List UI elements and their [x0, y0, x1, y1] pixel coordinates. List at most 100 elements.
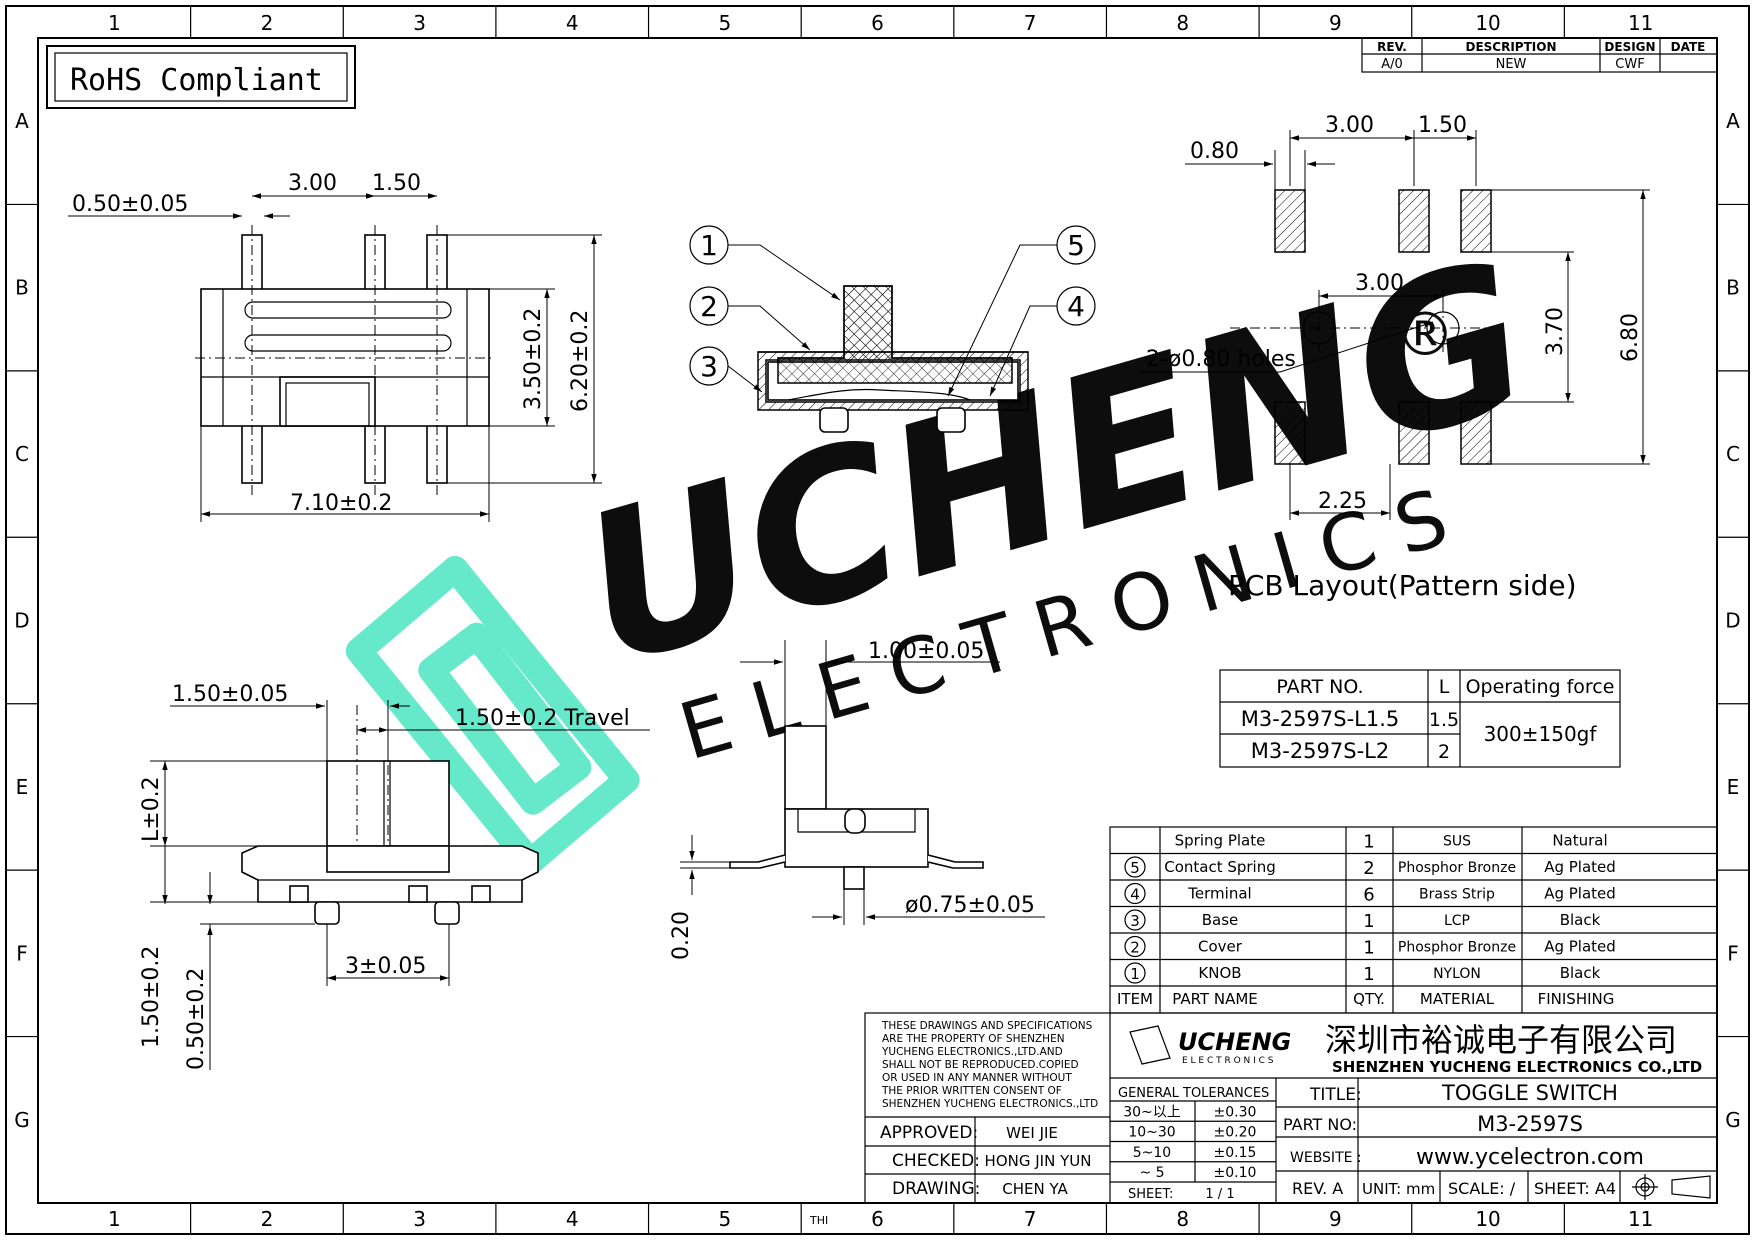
row-label-left: F [16, 941, 28, 965]
column-label-bottom: 1 [108, 1207, 121, 1231]
sheet-label: SHEET: [1128, 1187, 1173, 1202]
item-number-circle [1124, 909, 1146, 931]
part-row-2-l: 2 [1438, 741, 1450, 763]
row-label-right: D [1725, 609, 1740, 633]
ownership-notice-line: THE PRIOR WRITTEN CONSENT OF [881, 1085, 1062, 1097]
bom-finish: Ag Plated [1544, 885, 1616, 903]
pcb-pitch-a: 3.00 [1325, 113, 1374, 138]
bom-part-name: Base [1202, 911, 1239, 929]
part-force: 300±150gf [1484, 722, 1598, 746]
column-label-top: 6 [871, 11, 884, 35]
tolerance-range: 5~10 [1133, 1145, 1171, 1161]
front-view: 1.50±0.05 1.50±0.2 Travel L±0.2 1.50±0.2… [139, 682, 650, 1070]
tolerance-title: GENERAL TOLERANCES [1118, 1086, 1269, 1101]
rev-header: REV. [1377, 40, 1407, 54]
design-header: DESIGN [1604, 40, 1655, 54]
row-label-left: D [14, 609, 29, 633]
pcb-layout: 0.80 3.00 1.50 3.00 2-ø0.80 holes 3.70 6… [1140, 113, 1650, 602]
design-value: CWF [1615, 57, 1644, 72]
row-label-right: E [1727, 775, 1740, 799]
bom-item: 4 [1130, 886, 1140, 904]
pcb-caption: PCB Layout(Pattern side) [1228, 569, 1577, 602]
pcb-overall: 6.80 [1618, 313, 1643, 362]
bom-material: SUS [1443, 834, 1471, 850]
dim-pitch-b: 1.50 [372, 171, 421, 196]
front-peg-pitch: 3±0.05 [345, 954, 426, 979]
projection-symbol-icon [1632, 1174, 1711, 1200]
row-label-right: F [1727, 941, 1739, 965]
date-header: DATE [1671, 40, 1706, 54]
rev-value: A/0 [1381, 57, 1403, 72]
bom-header-item: ITEM [1117, 990, 1153, 1008]
ownership-notice-line: ARE THE PROPERTY OF SHENZHEN [882, 1033, 1065, 1045]
bom-part-name: Terminal [1187, 885, 1251, 903]
tolerance-range: 30~以上 [1123, 1104, 1181, 1120]
dim-pin-width: 0.50±0.05 [72, 192, 188, 217]
company-logo: UCHENG E L E C T R O N I C S [1129, 1025, 1291, 1066]
drawing-name: CHEN YA [1002, 1180, 1068, 1198]
ownership-notice-line: YUCHENG ELECTRONICS.,LTD.AND [881, 1046, 1063, 1058]
bom-item: 3 [1130, 912, 1140, 930]
website-value: www.ycelectron.com [1416, 1145, 1644, 1170]
dim-pitch-a: 3.00 [288, 171, 337, 196]
column-label-top: 9 [1329, 11, 1342, 35]
title-label: TITLE: [1309, 1085, 1362, 1105]
sheet-size-field: SHEET: A4 [1534, 1179, 1616, 1198]
logo-sub: E L E C T R O N I C S [1182, 1056, 1274, 1066]
svg-text:5: 5 [1067, 229, 1085, 262]
column-label-bottom: 5 [718, 1207, 731, 1231]
column-label-top: 4 [566, 11, 579, 35]
column-label-top: 5 [718, 11, 731, 35]
pcb-holes-note: 2-ø0.80 holes [1146, 347, 1296, 372]
rohs-label: RoHS Compliant [70, 63, 323, 98]
ownership-notice-line: OR USED IN ANY MANNER WITHOUT [882, 1072, 1072, 1084]
bom-header-finish: FINISHING [1538, 990, 1615, 1008]
company-name-en: SHENZHEN YUCHENG ELECTRONICS CO.,LTD [1332, 1058, 1702, 1076]
front-knob-height: L±0.2 [139, 776, 164, 842]
checked-label: CHECKED: [892, 1151, 980, 1171]
pcb-pitch-b: 1.50 [1418, 113, 1467, 138]
row-label-left: E [16, 775, 29, 799]
column-label-top: 10 [1475, 11, 1500, 35]
part-row-1-l: 1.5 [1429, 709, 1459, 731]
side-peg-dia: ø0.75±0.05 [905, 893, 1035, 918]
bom-finish: Black [1560, 911, 1601, 929]
description-value: NEW [1496, 57, 1527, 72]
bom-part-name: Spring Plate [1175, 832, 1266, 850]
side-lead-thickness: 0.20 [669, 911, 694, 960]
sheet-value: 1 / 1 [1205, 1187, 1234, 1202]
bom-header-qty: QTY. [1353, 990, 1385, 1008]
callout-3: 3 [689, 346, 763, 393]
bom-finish: Black [1560, 964, 1601, 982]
column-label-bottom: 8 [1176, 1207, 1189, 1231]
partno-label: PART NO: [1283, 1115, 1357, 1134]
tolerance-value: ±0.30 [1214, 1104, 1257, 1120]
front-knob-width: 1.50±0.05 [172, 682, 288, 707]
ownership-notice-line: SHALL NOT BE REPRODUCED.COPIED [882, 1059, 1079, 1071]
drawing-label: DRAWING: [892, 1179, 980, 1199]
approved-label: APPROVED: [880, 1123, 978, 1143]
dim-body-length: 7.10±0.2 [290, 491, 392, 516]
column-label-top: 8 [1176, 11, 1189, 35]
scale-field: SCALE: / [1448, 1179, 1516, 1198]
tolerance-value: ±0.20 [1214, 1125, 1257, 1141]
column-label-bottom: 2 [261, 1207, 274, 1231]
bom-qty: 1 [1363, 938, 1374, 959]
company-name-cn: 深圳市裕诚电子有限公司 [1325, 1021, 1677, 1059]
pcb-row-gap: 3.70 [1543, 307, 1568, 356]
svg-text:2: 2 [700, 290, 718, 323]
callout-5: 5 [947, 225, 1096, 397]
bom-finish: Ag Plated [1544, 858, 1616, 876]
ownership-notice-line: THESE DRAWINGS AND SPECIFICATIONS [881, 1020, 1093, 1032]
svg-text:1: 1 [700, 229, 718, 262]
callout-4: 4 [989, 286, 1096, 397]
pcb-pad-width: 0.80 [1190, 139, 1239, 164]
bom-material: Brass Strip [1419, 887, 1495, 903]
dim-overall-height: 6.20±0.2 [568, 310, 593, 412]
item-number-circle [1124, 856, 1146, 878]
